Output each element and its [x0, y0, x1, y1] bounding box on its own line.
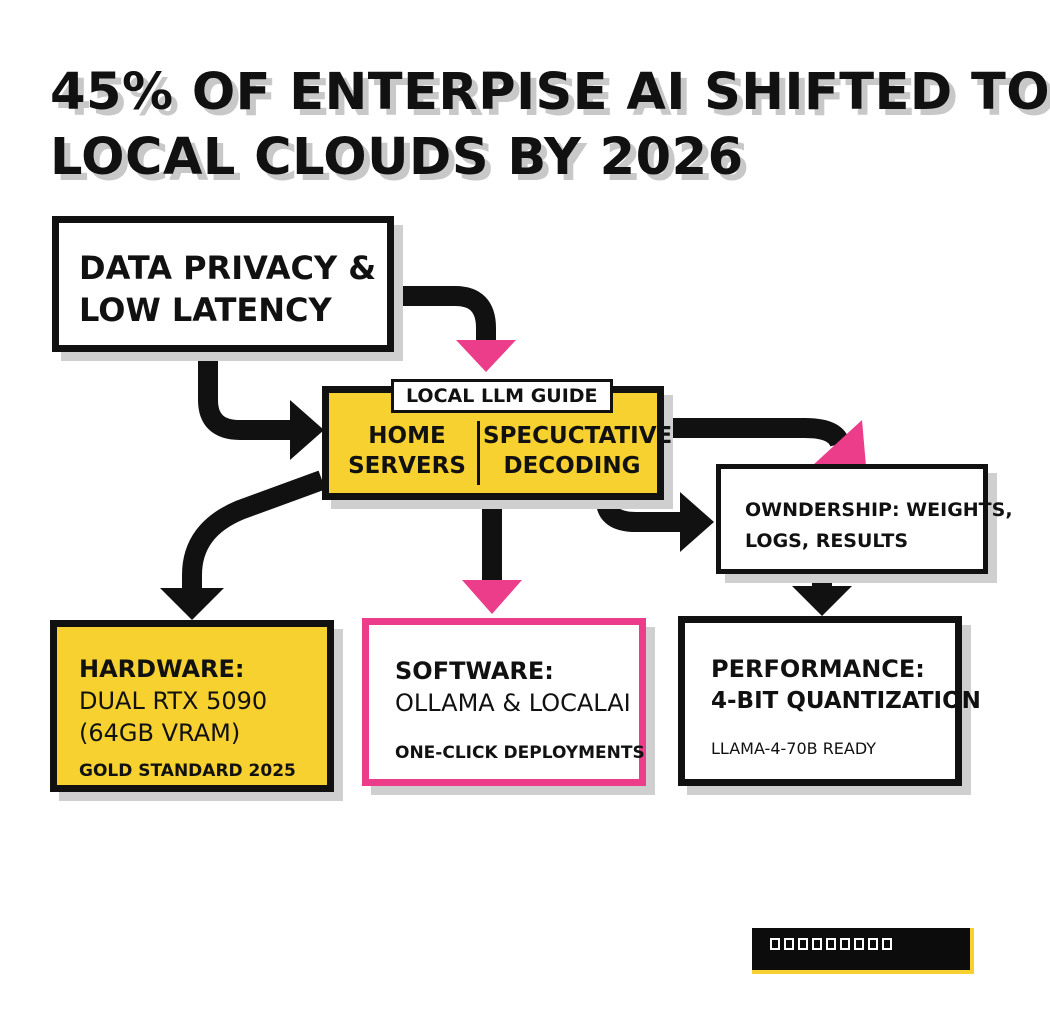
ownership-box: OWNDERSHIP: WEIGHTS, LOGS, RESULTS: [716, 464, 1013, 574]
badge-glyph-box: [770, 938, 780, 950]
hardware-note: GOLD STANDARD 2025: [79, 761, 296, 781]
badge-glyph-box: [882, 938, 892, 950]
ownership-line-1: OWNDERSHIP: WEIGHTS,: [745, 499, 1013, 521]
badge-glyph-box: [840, 938, 850, 950]
performance-note: LLAMA-4-70B READY: [711, 739, 877, 758]
ownership-line-2: LOGS, RESULTS: [745, 530, 909, 552]
badge-glyph-box: [812, 938, 822, 950]
performance-box: PERFORMANCE: 4-BIT QUANTIZATION LLAMA-4-…: [678, 616, 981, 786]
home-servers-label: HOME SERVERS: [341, 421, 473, 481]
connector-privacy-to-guide-top: [394, 286, 496, 340]
footer-badge: [752, 928, 974, 974]
badge-glyph-box: [854, 938, 864, 950]
page-title-line-2: LOCAL CLOUDS BY 2026: [50, 128, 744, 187]
hardware-body-line-2: (64GB VRAM): [79, 719, 241, 747]
arrowhead-black-guide-left: [290, 400, 324, 460]
local-llm-guide-tag: LOCAL LLM GUIDE: [391, 379, 613, 413]
badge-glyph-box: [798, 938, 808, 950]
page-title-line-1: 45% OF ENTERPISE AI SHIFTED TO: [50, 63, 1050, 122]
software-note: ONE-CLICK DEPLOYMENTS: [395, 743, 645, 763]
connector-guide-to-hardware: [182, 470, 326, 590]
speculative-decoding-label: SPECUCTATIVE DECODING: [483, 421, 673, 481]
arrowhead-black-hardware: [160, 588, 224, 620]
performance-body: 4-BIT QUANTIZATION: [711, 688, 981, 714]
arrowhead-pink-software: [462, 580, 522, 614]
performance-title: PERFORMANCE:: [711, 655, 925, 683]
hardware-title: HARDWARE:: [79, 655, 245, 683]
connector-guide-to-ownership-left: [596, 499, 688, 532]
connector-privacy-to-guide-left: [198, 352, 298, 440]
badge-glyphs: [770, 938, 970, 950]
arrowhead-black-ownership-left: [680, 492, 714, 552]
data-privacy-line-2: LOW LATENCY: [79, 291, 332, 329]
speculative-decoding-line-1: SPECUCTATIVE: [483, 423, 673, 449]
home-servers-line-1: HOME: [368, 423, 446, 449]
arrowhead-pink-ownership-top: [812, 420, 866, 466]
software-box: SOFTWARE: OLLAMA & LOCALAI ONE-CLICK DEP…: [362, 618, 646, 786]
connector-guide-to-ownership-top: [664, 418, 850, 448]
software-body: OLLAMA & LOCALAI: [395, 689, 631, 717]
page-title: 45% OF ENTERPISE AI SHIFTED TO LOCAL CLO…: [50, 60, 1050, 190]
badge-glyph-box: [784, 938, 794, 950]
connector-layer: [160, 286, 866, 620]
badge-glyph-box: [868, 938, 878, 950]
badge-glyph-box: [826, 938, 836, 950]
hardware-body-line-1: DUAL RTX 5090: [79, 687, 268, 715]
arrowhead-black-performance: [792, 586, 852, 616]
data-privacy-line-1: DATA PRIVACY &: [79, 249, 377, 287]
guide-divider: [477, 421, 480, 485]
arrowhead-pink-guide-top: [456, 340, 516, 372]
speculative-decoding-line-2: DECODING: [503, 453, 641, 479]
local-llm-guide-box: LOCAL LLM GUIDE HOME SERVERS SPECUCTATIV…: [322, 379, 673, 500]
data-privacy-box: DATA PRIVACY & LOW LATENCY: [52, 216, 394, 352]
home-servers-line-2: SERVERS: [348, 453, 466, 479]
software-title: SOFTWARE:: [395, 657, 554, 685]
hardware-box: HARDWARE: DUAL RTX 5090 (64GB VRAM) GOLD…: [50, 620, 334, 792]
